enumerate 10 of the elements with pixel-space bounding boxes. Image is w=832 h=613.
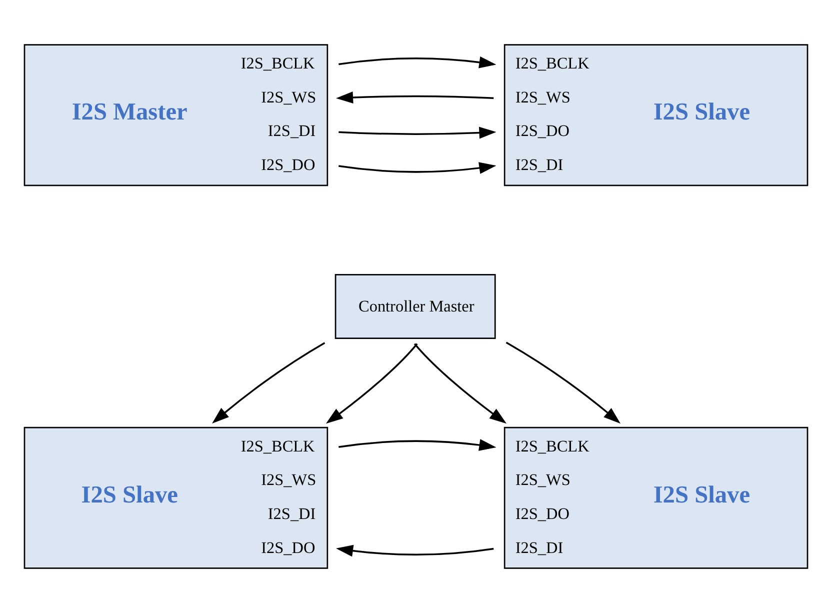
- arrow: [414, 343, 507, 424]
- arrow: [212, 342, 326, 424]
- arrow: [506, 342, 620, 424]
- arrow: [336, 92, 494, 104]
- arrow: [338, 126, 496, 139]
- arrow: [338, 439, 496, 451]
- arrow: [338, 56, 496, 68]
- arrow: [338, 162, 496, 174]
- arrow: [326, 343, 418, 424]
- arrow: [336, 544, 494, 557]
